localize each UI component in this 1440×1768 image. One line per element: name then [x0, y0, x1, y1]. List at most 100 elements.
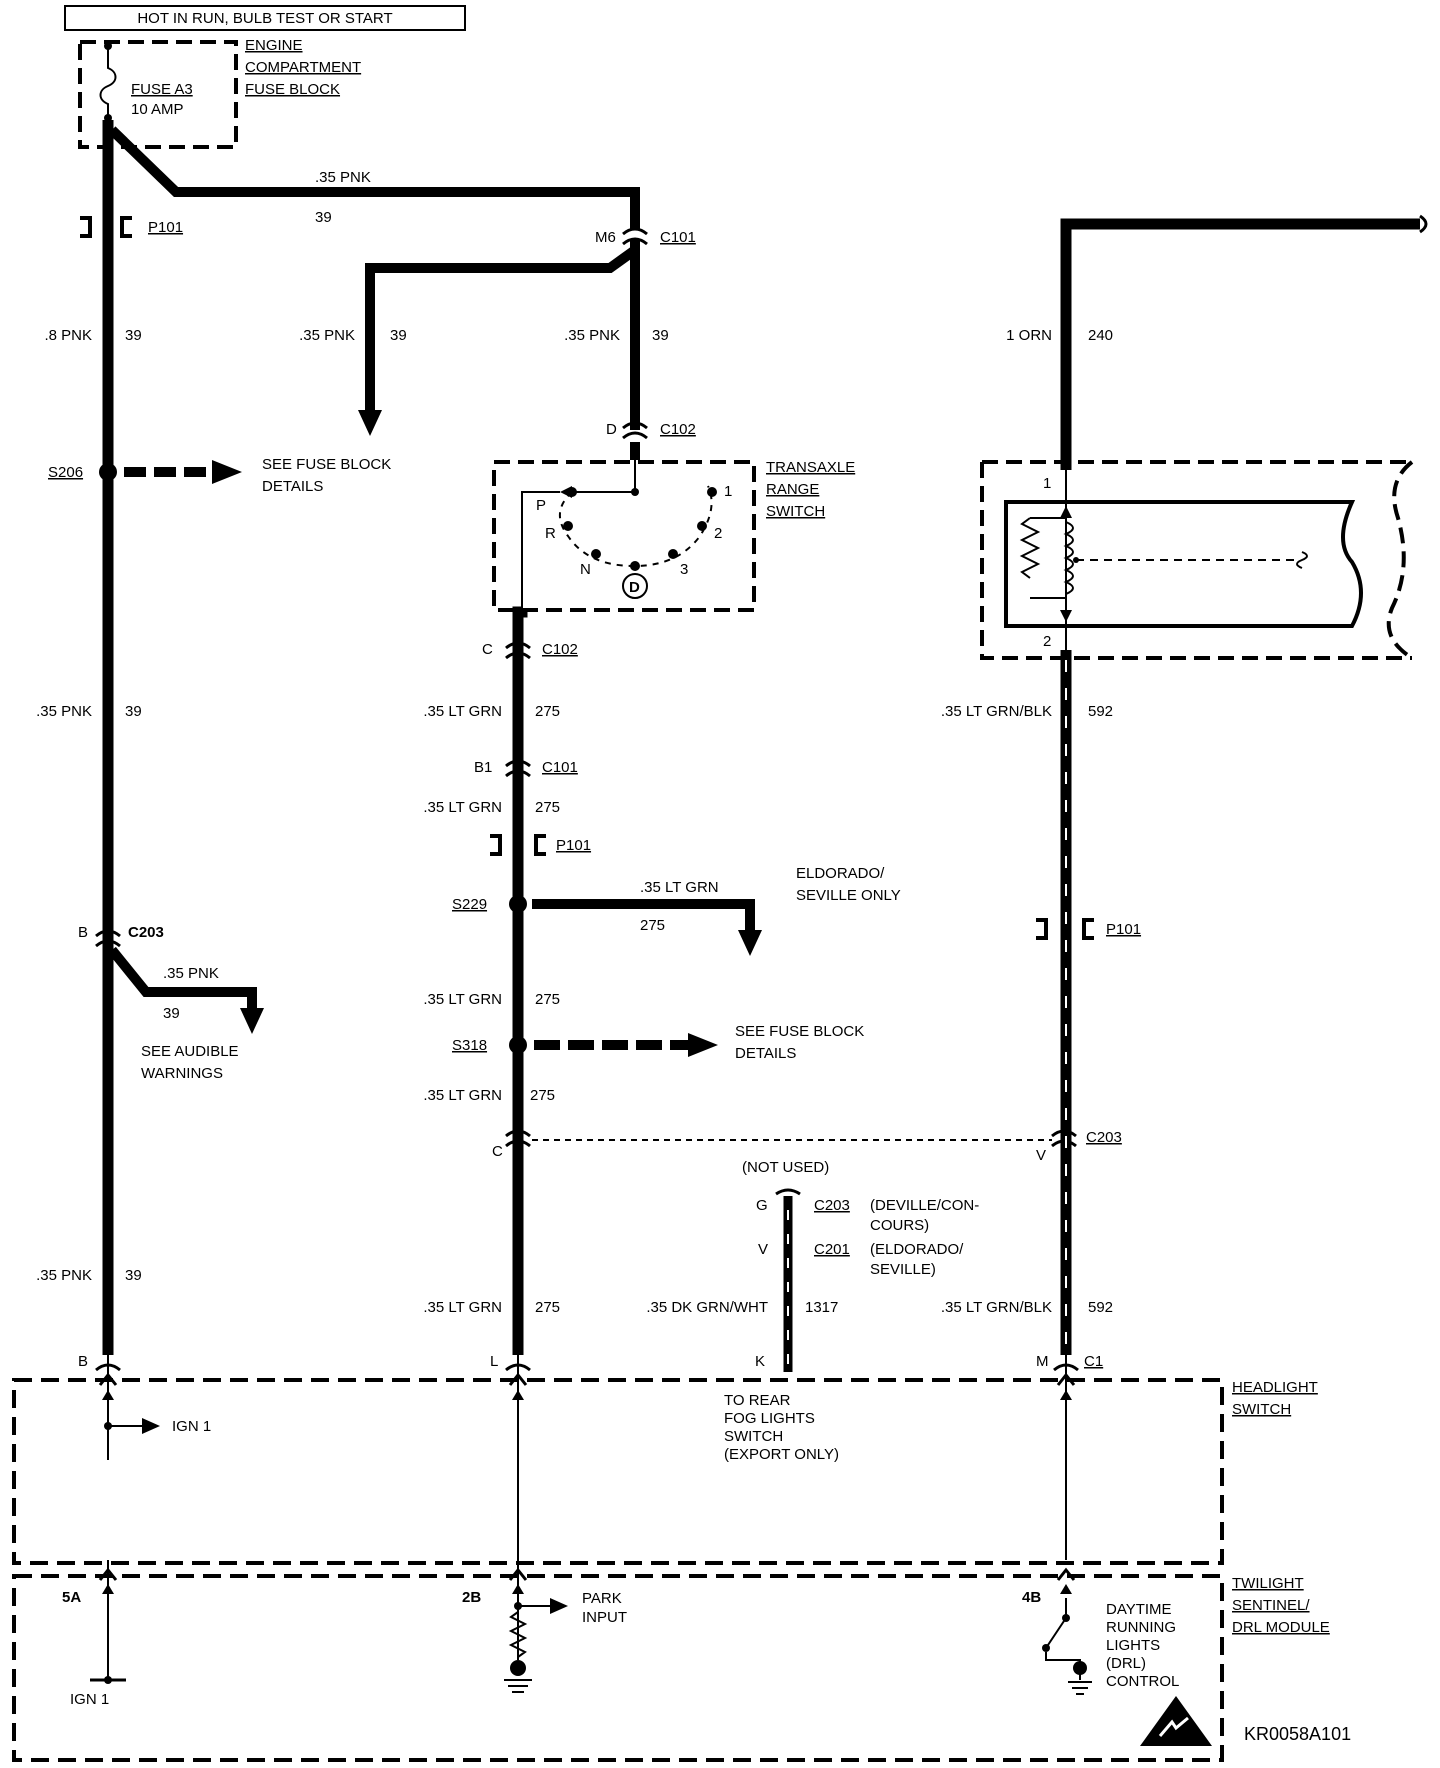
wire9-color: .35 LT GRN — [423, 991, 502, 1008]
pin-4b: 4B — [1022, 1589, 1041, 1606]
park-resistor — [508, 1611, 528, 1658]
wire11-color: .35 PNK — [36, 1267, 92, 1284]
header: HOT IN RUN, BULB TEST OR START — [64, 5, 466, 31]
c203-connector-1 — [95, 929, 121, 948]
p101-label-3: P101 — [1106, 921, 1141, 938]
eldorado-seville-line2: SEVILLE) — [870, 1261, 936, 1278]
pos-3: 3 — [680, 561, 688, 578]
wire1-number: 39 — [125, 327, 142, 344]
wire12-number: 275 — [535, 1299, 560, 1316]
fuse-rating: 10 AMP — [131, 101, 184, 118]
wire10-color: .35 LT GRN — [423, 1087, 502, 1104]
wire-275-main — [512, 606, 528, 1660]
s206-label: S206 — [48, 464, 83, 481]
audible-wire-number: 39 — [163, 1005, 180, 1022]
wire3-number: 39 — [125, 703, 142, 720]
lamp-pin-1: 1 — [1043, 475, 1051, 492]
c203-g-pin: G — [756, 1197, 768, 1214]
hs-pin-k: K — [755, 1353, 765, 1370]
see-audible-line1: SEE AUDIBLE — [141, 1043, 239, 1060]
deville-line2: COURS) — [870, 1217, 929, 1234]
wire5-number: 39 — [652, 327, 669, 344]
drl-line5: CONTROL — [1106, 1673, 1179, 1690]
wire2-number: 39 — [390, 327, 407, 344]
see-fuse-1-line2: DETAILS — [262, 478, 323, 495]
wire-39-branch — [365, 245, 638, 410]
rear-fog-line3: SWITCH — [724, 1428, 783, 1445]
fuse-block: FUSE A3 10 AMP ENGINE COMPARTMENT FUSE B… — [78, 37, 361, 149]
p101-label-2: P101 — [556, 837, 591, 854]
wire14-number: 592 — [1088, 1299, 1113, 1316]
p101-connector-3 — [1036, 918, 1094, 940]
s206-splice-dot — [99, 463, 117, 481]
audible-arrow-head — [240, 1008, 264, 1034]
drl-line2: RUNNING — [1106, 1619, 1176, 1636]
eldorado-only-line1: ELDORADO/ — [796, 865, 885, 882]
wire7-number: 592 — [1088, 703, 1113, 720]
audible-wire-color: .35 PNK — [163, 965, 219, 982]
pos-1: 1 — [724, 483, 732, 500]
fuse-name: FUSE A3 — [131, 81, 193, 98]
top-wire-number: 39 — [315, 209, 332, 226]
c203-label-right: C203 — [1086, 1129, 1122, 1146]
wire10-number: 275 — [530, 1087, 555, 1104]
p101-connector-2 — [490, 834, 546, 856]
wire2-color: .35 PNK — [299, 327, 355, 344]
c203-pin-v: V — [1036, 1147, 1046, 1164]
hs-pin-l: L — [490, 1353, 498, 1370]
c201-pin: V — [758, 1241, 768, 1258]
wire13-number: 1317 — [805, 1299, 838, 1316]
drl-line4: (DRL) — [1106, 1655, 1146, 1672]
rear-fog-line4: (EXPORT ONLY) — [724, 1446, 839, 1463]
wire9-number: 275 — [535, 991, 560, 1008]
p101-connector-1 — [80, 216, 132, 238]
drl-line1: DAYTIME — [1106, 1601, 1172, 1618]
c203-label-1: C203 — [128, 924, 164, 941]
c102-connector-d — [622, 421, 648, 440]
c102-connector-c — [505, 641, 531, 660]
transaxle-label-2: RANGE — [766, 481, 819, 498]
pos-r: R — [545, 525, 556, 542]
ign1-arrow-label: IGN 1 — [172, 1418, 211, 1435]
p101-label-1: P101 — [148, 219, 183, 236]
wire11-number: 39 — [125, 1267, 142, 1284]
s229-splice-dot — [509, 895, 527, 913]
headlight-switch-label-2: SWITCH — [1232, 1401, 1291, 1418]
fuse-symbol — [99, 46, 117, 118]
fuse-block-label-2: COMPARTMENT — [245, 59, 361, 76]
hs-pin-m: M — [1036, 1353, 1049, 1370]
c102-pin-c: C — [482, 641, 493, 658]
lamp-pin-2: 2 — [1043, 633, 1051, 650]
c203-g-label: C203 — [814, 1197, 850, 1214]
esd-warning-icon — [1140, 1696, 1212, 1746]
c203-pin-c: C — [492, 1143, 503, 1160]
c102-pin-d: D — [606, 421, 617, 438]
wire8-number: 275 — [535, 799, 560, 816]
see-fuse-2-line2: DETAILS — [735, 1045, 796, 1062]
pin-2b: 2B — [462, 1589, 481, 1606]
c101-connector-top — [622, 227, 648, 246]
top-wire-color: .35 PNK — [315, 169, 371, 186]
c203-connector-c — [505, 1129, 531, 1148]
hs-pin-b: B — [78, 1353, 88, 1370]
wire7-color: .35 LT GRN/BLK — [941, 703, 1052, 720]
s206-arrow-head — [212, 460, 242, 484]
pos-p: P — [536, 497, 546, 514]
park-input-line1: PARK — [582, 1590, 622, 1607]
transaxle-label-3: SWITCH — [766, 503, 825, 520]
wire5-color: .35 PNK — [564, 327, 620, 344]
rear-fog-line2: FOG LIGHTS — [724, 1410, 815, 1427]
c102-label-c: C102 — [542, 641, 578, 658]
eldorado-wire-number: 275 — [640, 917, 665, 934]
wire12-color: .35 LT GRN — [423, 1299, 502, 1316]
transaxle-range-switch: P R N D 3 2 1 TRANSAXLE RANGE SWITCH — [492, 459, 855, 612]
see-audible-line2: WARNINGS — [141, 1065, 223, 1082]
c101-label-b1: C101 — [542, 759, 578, 776]
drl-lamp-component: 1 2 — [980, 460, 1414, 660]
figure-code: KR0058A101 — [1244, 1724, 1351, 1744]
pos-n: N — [580, 561, 591, 578]
audible-branch — [108, 946, 257, 1010]
hs-c1-label: C1 — [1084, 1353, 1103, 1370]
header-title: HOT IN RUN, BULB TEST OR START — [137, 10, 392, 27]
